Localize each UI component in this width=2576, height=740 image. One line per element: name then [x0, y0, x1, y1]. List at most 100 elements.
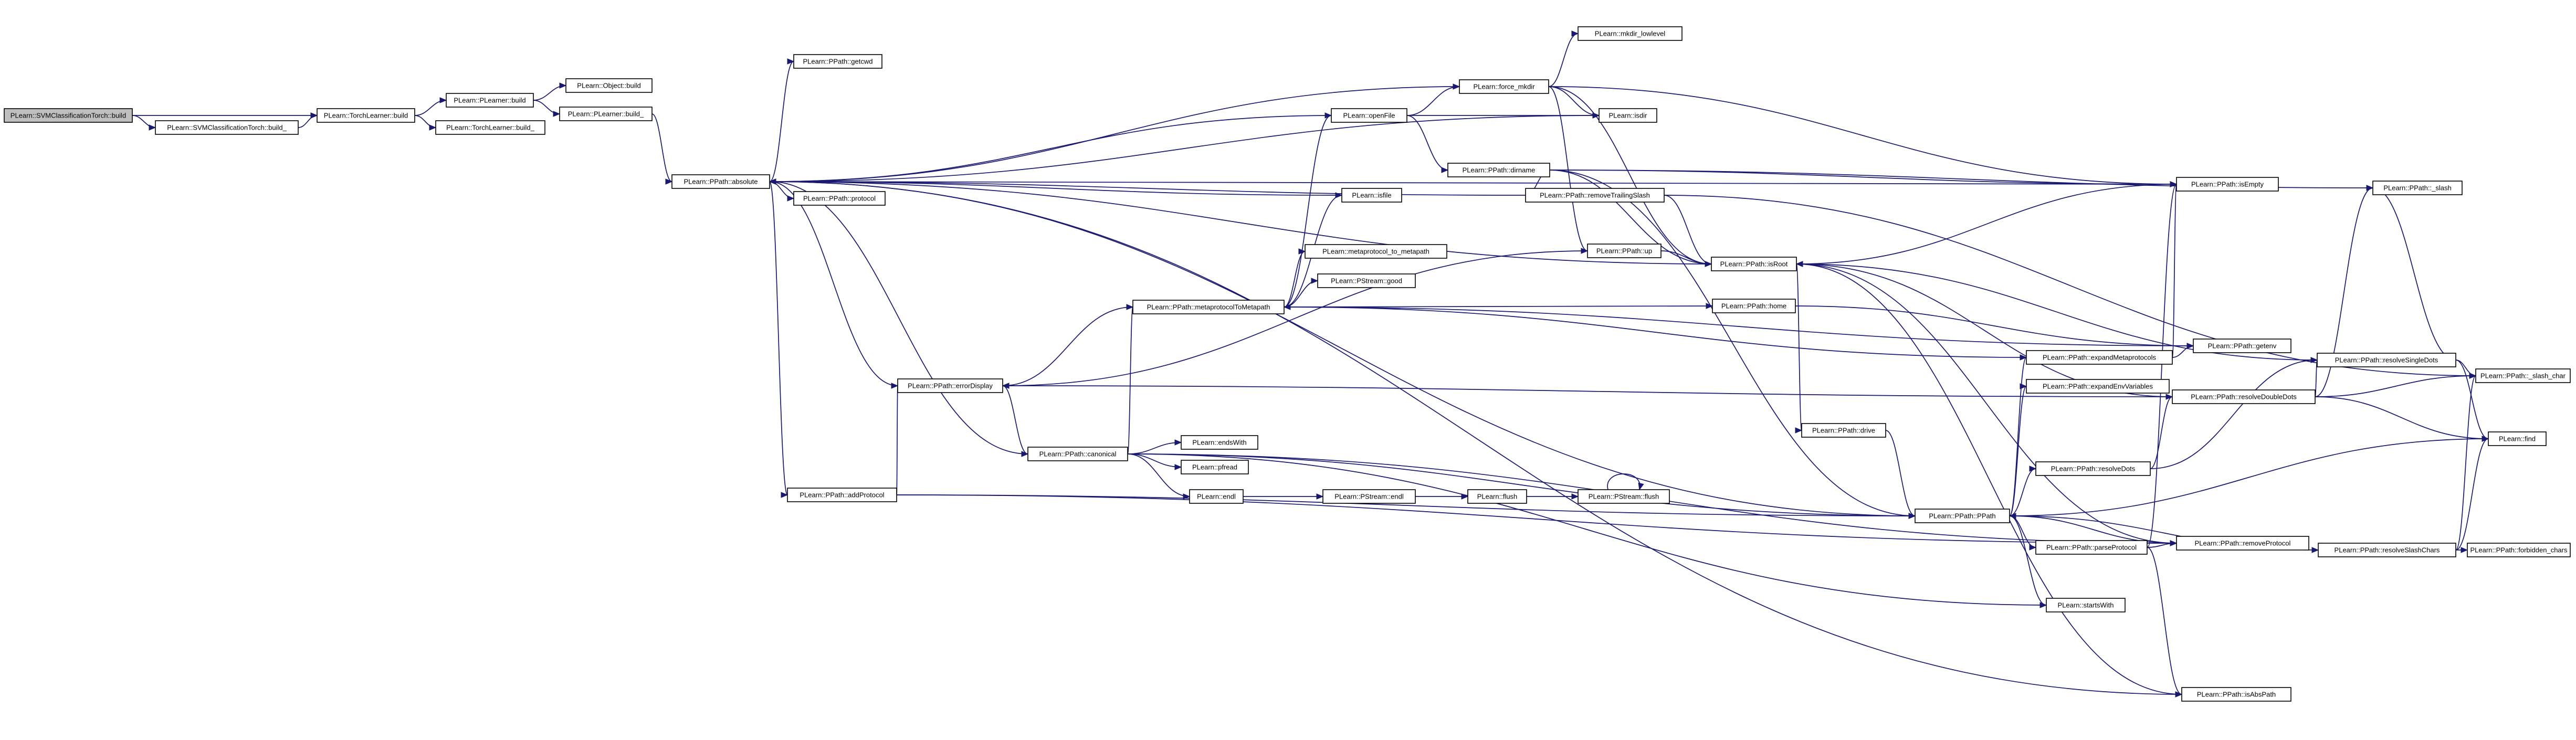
node-box — [2172, 389, 2316, 404]
arrowhead — [1311, 278, 1319, 284]
graph-node-resolveSingleDots[interactable]: PLearn::PPath::resolveSingleDots — [2317, 353, 2456, 367]
graph-node-svm-build-[interactable]: PLearn::SVMClassificationTorch::build_ — [155, 120, 299, 135]
node-label: PLearn::PPath::expandMetaprotocols — [2043, 353, 2157, 361]
graph-node-startsWith[interactable]: PLearn::startsWith — [2046, 598, 2126, 612]
graph-node-endsWith[interactable]: PLearn::endsWith — [1181, 435, 1258, 450]
graph-node-tl-build[interactable]: PLearn::TorchLearner::build — [317, 108, 415, 123]
graph-node-slash[interactable]: PLearn::PPath::_slash — [2372, 181, 2463, 195]
arrowhead — [2186, 343, 2194, 349]
edge-line — [1796, 184, 2177, 265]
node-box — [446, 93, 534, 108]
edge-pl_build-to-obj_build — [533, 82, 567, 101]
edge-line — [2009, 515, 2036, 548]
edge-svm_build_-to-tl_build — [298, 112, 318, 128]
arrowhead — [1183, 493, 1191, 500]
node-label: PLearn::isdir — [1609, 111, 1648, 119]
graph-node-mp-to-metapath[interactable]: PLearn::metaprotocol_to_metapath — [1305, 244, 1447, 259]
graph-node-metaToMeta[interactable]: PLearn::PPath::metaprotocolToMetapath — [1132, 300, 1285, 314]
edge-line — [1664, 195, 1712, 265]
edge-resolveSingleDots-to-isRoot — [1795, 261, 2318, 361]
node-label: PLearn::pfread — [1192, 463, 1237, 471]
graph-node-force-mkdir[interactable]: PLearn::force_mkdir — [1459, 79, 1549, 94]
graph-node-getcwd[interactable]: PLearn::PPath::getcwd — [793, 54, 882, 69]
edge-line — [1284, 305, 1713, 308]
graph-node-ps-flush[interactable]: PLearn::PStream::flush — [1578, 489, 1670, 504]
graph-node-pl-build-[interactable]: PLearn::PLearner::build_ — [559, 107, 653, 121]
graph-node-slash-char[interactable]: PLearn::PPath::_slash_char — [2475, 368, 2571, 383]
graph-node-isAbsPath[interactable]: PLearn::PPath::isAbsPath — [2181, 687, 2291, 702]
edge-line — [2315, 396, 2489, 439]
arrowhead — [2020, 383, 2027, 389]
arrowhead — [1002, 383, 1010, 389]
graph-node-pp-ctor[interactable]: PLearn::PPath::PPath — [1915, 509, 2010, 523]
edge-canonical-to-startsWith — [1127, 453, 2047, 608]
node-label: PLearn::PPath::errorDisplay — [908, 382, 993, 389]
graph-node-resolveDoubleDots[interactable]: PLearn::PPath::resolveDoubleDots — [2172, 389, 2316, 404]
graph-node-flush[interactable]: PLearn::flush — [1467, 489, 1527, 504]
node-label: PLearn::flush — [1477, 492, 1518, 500]
graph-node-forbidden[interactable]: PLearn::PPath::forbidden_chars — [2467, 543, 2571, 557]
node-label: PLearn::PPath::PPath — [1929, 512, 1995, 520]
graph-node-parseProtocol[interactable]: PLearn::PPath::parseProtocol — [2035, 540, 2148, 555]
graph-node-ps-good[interactable]: PLearn::PStream::good — [1317, 273, 1416, 288]
node-label: PLearn::PPath::getcwd — [803, 57, 873, 65]
graph-node-expandMeta[interactable]: PLearn::PPath::expandMetaprotocols — [2026, 350, 2173, 365]
node-label: PLearn::PStream::endl — [1334, 492, 1404, 500]
graph-node-resolveSlashChars[interactable]: PLearn::PPath::resolveSlashChars — [2318, 543, 2456, 557]
edge-expandMeta-to-getenv — [2172, 343, 2194, 358]
graph-node-removeProtocol[interactable]: PLearn::PPath::removeProtocol — [2176, 536, 2309, 551]
graph-node-absolute[interactable]: PLearn::PPath::absolute — [671, 174, 770, 189]
graph-node-canonical[interactable]: PLearn::PPath::canonical — [1027, 447, 1128, 461]
node-box — [317, 108, 415, 123]
graph-node-ps-endl[interactable]: PLearn::PStream::endl — [1322, 489, 1416, 504]
graph-node-home[interactable]: PLearn::PPath::home — [1712, 299, 1796, 313]
graph-node-expandEnv[interactable]: PLearn::PPath::expandEnvVariables — [2026, 379, 2170, 394]
edge-line — [1127, 442, 1182, 454]
edge-parseProtocol-to-isEmpty — [2147, 181, 2178, 548]
node-box — [559, 107, 653, 121]
graph-node-svm-build[interactable]: PLearn::SVMClassificationTorch::build — [4, 108, 133, 123]
edge-line — [1284, 306, 2194, 346]
graph-node-isfile[interactable]: PLearn::isfile — [1341, 188, 1402, 203]
graph-node-removeTrailingSlash[interactable]: PLearn::PPath::removeTrailingSlash — [1525, 188, 1665, 203]
arrowhead — [1461, 493, 1469, 500]
node-label: PLearn::PPath::isEmpty — [2191, 180, 2264, 188]
arrowhead — [769, 178, 776, 185]
edge-pp_ctor-to-find — [2009, 436, 2489, 516]
graph-node-errorDisplay[interactable]: PLearn::PPath::errorDisplay — [897, 378, 1003, 393]
node-box — [1132, 300, 1285, 314]
graph-node-isEmpty[interactable]: PLearn::PPath::isEmpty — [2176, 177, 2279, 192]
node-label: PLearn::PPath::resolveDoubleDots — [2191, 393, 2297, 400]
graph-node-obj-build[interactable]: PLearn::Object::build — [565, 78, 653, 93]
graph-node-drive[interactable]: PLearn::PPath::drive — [1801, 423, 1886, 438]
edge-line — [1885, 430, 1916, 516]
graph-node-resolveDots[interactable]: PLearn::PPath::resolveDots — [2035, 461, 2151, 476]
edge-line — [1284, 306, 2027, 358]
graph-node-isRoot[interactable]: PLearn::PPath::isRoot — [1711, 257, 1797, 271]
arrowhead — [559, 82, 567, 89]
graph-node-dirname[interactable]: PLearn::PPath::dirname — [1447, 163, 1550, 177]
edge-line — [769, 181, 788, 495]
graph-node-find[interactable]: PLearn::find — [2488, 431, 2547, 446]
graph-node-protocol[interactable]: PLearn::PPath::protocol — [793, 191, 886, 206]
edge-addProtocol-to-errorDisplay — [891, 383, 899, 495]
graph-node-pl-build[interactable]: PLearn::PLearner::build — [446, 93, 534, 108]
node-label: PLearn::SVMClassificationTorch::build_ — [167, 123, 287, 131]
edge-line — [1548, 86, 1600, 116]
graph-node-getenv[interactable]: PLearn::PPath::getenv — [2193, 339, 2291, 353]
node-box — [2176, 536, 2309, 551]
edge-resolveSlashChars-to-slash_char — [2455, 373, 2477, 551]
graph-node-pfread[interactable]: PLearn::pfread — [1181, 460, 1249, 474]
graph-node-isdir[interactable]: PLearn::isdir — [1599, 108, 1657, 123]
arrowhead — [2482, 436, 2489, 442]
edge-line — [2147, 184, 2177, 548]
graph-node-up[interactable]: PLearn::PPath::up — [1587, 244, 1662, 258]
graph-node-addProtocol[interactable]: PLearn::PPath::addProtocol — [787, 488, 897, 502]
graph-node-openFile[interactable]: PLearn::openFile — [1331, 108, 1407, 123]
edge-force_mkdir-to-isEmpty — [1548, 86, 2178, 187]
graph-node-endl[interactable]: PLearn::endl — [1189, 489, 1244, 504]
graph-node-mkdir-lowlevel[interactable]: PLearn::mkdir_lowlevel — [1578, 26, 1683, 41]
graph-node-tl-build-[interactable]: PLearn::TorchLearner::build_ — [435, 120, 545, 135]
edge-line — [1127, 453, 2047, 606]
edge-line — [769, 86, 1460, 182]
